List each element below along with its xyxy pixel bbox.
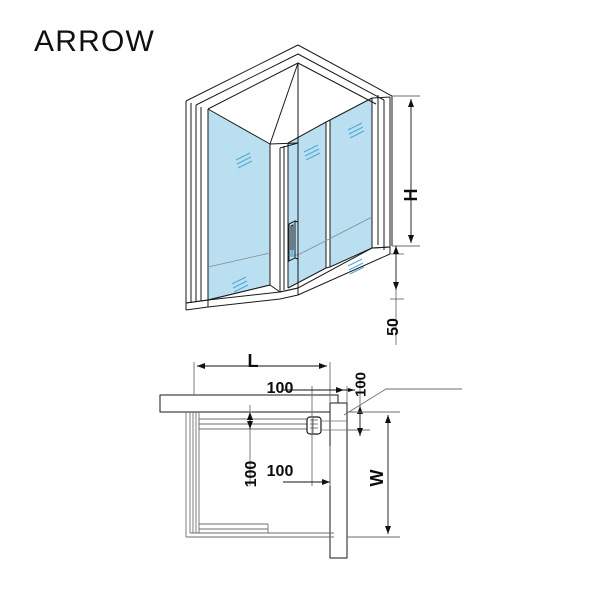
door-handle-accent	[290, 250, 294, 257]
dimension-base-50	[390, 246, 404, 345]
vertical-profile-right	[371, 95, 393, 250]
dimension-label-100-left: 100	[243, 460, 260, 488]
iso-enclosure-group	[185, 44, 393, 311]
dimension-height-H	[392, 95, 420, 247]
hinge-block	[306, 416, 322, 435]
plan-view-group	[159, 394, 348, 559]
side-glass-panel	[185, 412, 334, 538]
dimension-label-W: W	[367, 469, 387, 487]
right-wall-panel	[329, 402, 348, 559]
back-wall-panel	[159, 394, 339, 413]
dimension-100-bottom-inner	[283, 434, 331, 486]
dimension-length-L	[193, 362, 331, 403]
dimension-100-left-inner	[247, 405, 253, 486]
enclosure-base	[185, 246, 391, 311]
dimension-label-H: H	[401, 188, 421, 202]
vertical-profile-left	[185, 101, 209, 304]
hinged-glass-door	[288, 122, 326, 288]
plan-bottom-threshold	[199, 523, 269, 533]
brand-title: ARROW	[34, 25, 155, 58]
right-fixed-glass-panel	[330, 98, 372, 267]
door-panel-divider	[325, 120, 331, 268]
front-glass-outlines	[287, 97, 373, 289]
dimension-label-100-bottom: 100	[266, 463, 294, 480]
front-left-glass-panel	[208, 109, 270, 300]
door-leaf	[198, 418, 312, 430]
dimension-100-top-inner	[283, 386, 355, 417]
dimension-width-W	[347, 411, 400, 538]
dimension-label-L: L	[247, 351, 259, 371]
dimension-label-100-top: 100	[266, 380, 294, 397]
glass-hatch-marks	[231, 122, 365, 293]
dimension-label-100-right: 100	[352, 371, 370, 398]
dimension-label-50: 50	[385, 318, 402, 336]
plan-hinge-connectors	[311, 419, 347, 434]
